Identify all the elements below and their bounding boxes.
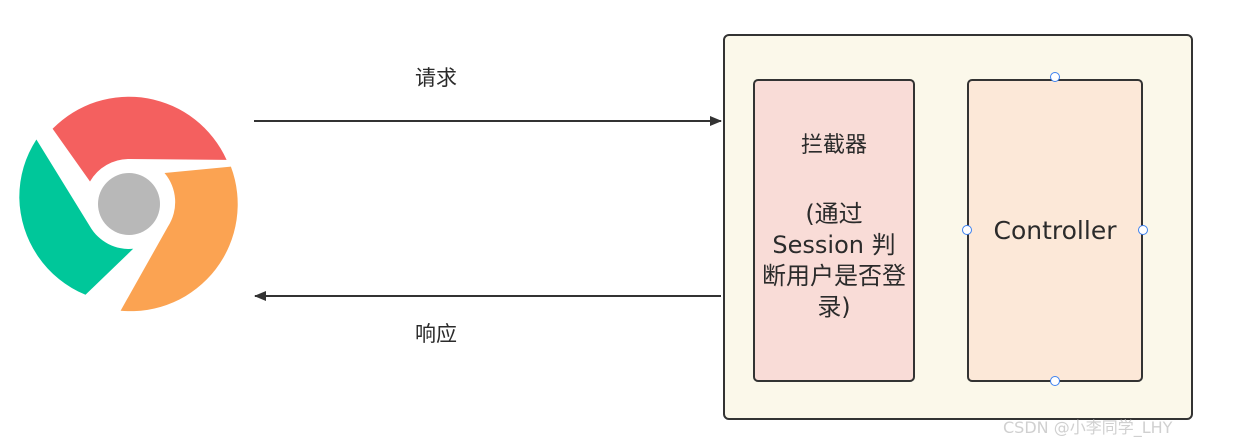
chrome-browser-icon [19, 96, 238, 312]
controller-resize-handle-right[interactable] [1138, 225, 1148, 235]
chrome-red-segment [52, 96, 227, 182]
response-label: 响应 [415, 322, 457, 346]
interceptor-box[interactable]: 拦截器 (通过 Session 判断用户是否登录) [753, 79, 915, 382]
interceptor-description: (通过 Session 判断用户是否登录) [762, 200, 906, 321]
chrome-green-segment [19, 139, 134, 295]
controller-box[interactable]: Controller [967, 79, 1143, 382]
chrome-center-circle [98, 173, 160, 235]
controller-label: Controller [993, 216, 1117, 245]
controller-resize-handle-left[interactable] [962, 225, 972, 235]
interceptor-title: 拦截器 [800, 133, 867, 158]
watermark: CSDN @小李同学_LHY [1003, 418, 1173, 437]
controller-resize-handle-bottom[interactable] [1050, 376, 1060, 386]
controller-resize-handle-top[interactable] [1050, 72, 1060, 82]
request-label: 请求 [415, 66, 457, 90]
chrome-orange-segment [120, 166, 238, 312]
